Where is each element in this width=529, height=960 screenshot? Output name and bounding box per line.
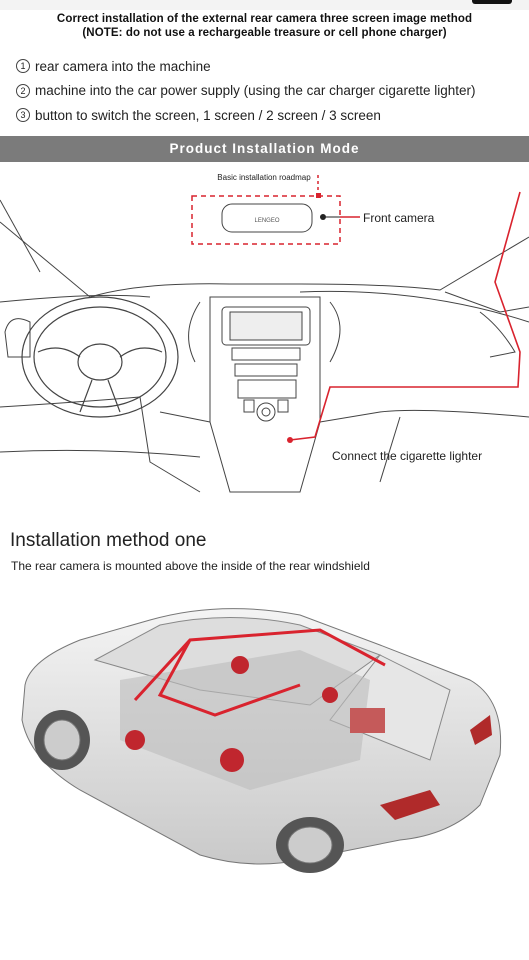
camera-wire	[133, 628, 386, 717]
title-line-2: (NOTE: do not use a rechargeable treasur…	[82, 27, 447, 39]
tail-light	[380, 790, 440, 820]
cigarette-lighter-label: Connect the cigarette lighter	[332, 449, 482, 463]
step-text: machine into the car power supply (using…	[35, 83, 476, 99]
notch	[472, 0, 512, 4]
step-text: button to switch the screen, 1 screen / …	[35, 107, 381, 123]
method-title: Installation method one	[10, 530, 207, 551]
diagram-caption: Basic installation roadmap	[217, 173, 311, 182]
speaker	[322, 687, 338, 703]
method-subtitle: The rear camera is mounted above the ins…	[11, 559, 370, 573]
steering-wheel	[21, 296, 179, 418]
dashboard-outline	[0, 199, 529, 493]
rear-wheel	[276, 817, 344, 873]
step-2: 2 machine into the car power supply (usi…	[16, 79, 516, 104]
step-number: 1	[16, 59, 30, 74]
front-camera-callout: Front camera	[320, 211, 435, 225]
front-wheel	[34, 710, 90, 770]
installation-diagram: Basic installation roadmap LENGEO	[0, 172, 529, 493]
step-3: 3 button to switch the screen, 1 screen …	[16, 103, 516, 128]
step-1: 1 rear camera into the machine	[16, 54, 516, 79]
step-text: rear camera into the machine	[35, 58, 211, 74]
title-line-1: Correct installation of the external rea…	[56, 13, 473, 25]
speaker	[231, 656, 249, 674]
front-camera-label: Front camera	[363, 211, 435, 225]
center-console	[221, 306, 311, 422]
page-title: Correct installation of the external rea…	[0, 12, 529, 40]
step-number: 3	[16, 108, 30, 123]
car-cutaway-illustration	[21, 608, 502, 873]
speaker	[220, 748, 244, 772]
status-strip	[0, 0, 529, 10]
power-wire	[289, 191, 521, 441]
section-banner: Product Installation Mode	[0, 136, 529, 162]
speaker	[125, 730, 145, 750]
rearview-mirror: LENGEO	[191, 172, 341, 245]
interior-cutaway	[120, 650, 370, 790]
mirror-brand: LENGEO	[254, 218, 279, 224]
cigarette-lighter-point	[287, 437, 293, 443]
steps-list: 1 rear camera into the machine 2 machine…	[16, 54, 516, 128]
banner-label: Product Installation Mode	[169, 141, 360, 156]
step-number: 2	[16, 83, 30, 98]
bottom-whitespace	[0, 890, 529, 960]
tail-light	[470, 715, 492, 745]
rear-camera-module	[350, 708, 385, 733]
